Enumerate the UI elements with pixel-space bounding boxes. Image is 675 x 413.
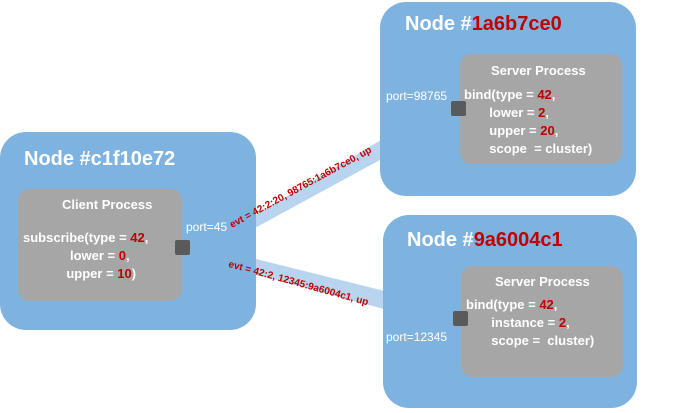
client-port-label: port=45: [186, 220, 228, 234]
server-process-1: Server Process bind(type = 42, lower = 2…: [460, 54, 622, 164]
server-1-port: [451, 101, 466, 116]
server-node-2-title: Node #9a6004c1: [407, 229, 563, 251]
client-node: Node #c1f10e72 Client Process subscribe(…: [0, 132, 256, 330]
server-node-1-title: Node #1a6b7ce0: [405, 13, 562, 35]
client-process-subscribe-call: subscribe(type = 42, lower = 0, upper = …: [23, 230, 149, 281]
client-port: [175, 240, 190, 255]
client-node-title: Node #c1f10e72: [24, 148, 176, 170]
server-2-port-label: port=12345: [386, 330, 448, 344]
client-process-title: Client Process: [62, 197, 153, 212]
server-node-2: Node #9a6004c1 Server Process bind(type …: [383, 215, 637, 408]
server-process-2-bind-call: bind(type = 42, instance = 2, scope = cl…: [466, 297, 595, 348]
server-1-port-label: port=98765: [386, 89, 448, 103]
server-node-1: Node #1a6b7ce0 Server Process bind(type …: [380, 2, 636, 196]
server-2-port: [453, 311, 468, 326]
server-process-2: Server Process bind(type = 42, instance …: [461, 266, 623, 377]
server-process-1-title: Server Process: [491, 63, 586, 78]
server-process-2-title: Server Process: [495, 274, 590, 289]
client-process: Client Process subscribe(type = 42, lowe…: [18, 189, 182, 301]
server-process-1-bind-call: bind(type = 42, lower = 2, upper = 20, s…: [464, 87, 593, 156]
